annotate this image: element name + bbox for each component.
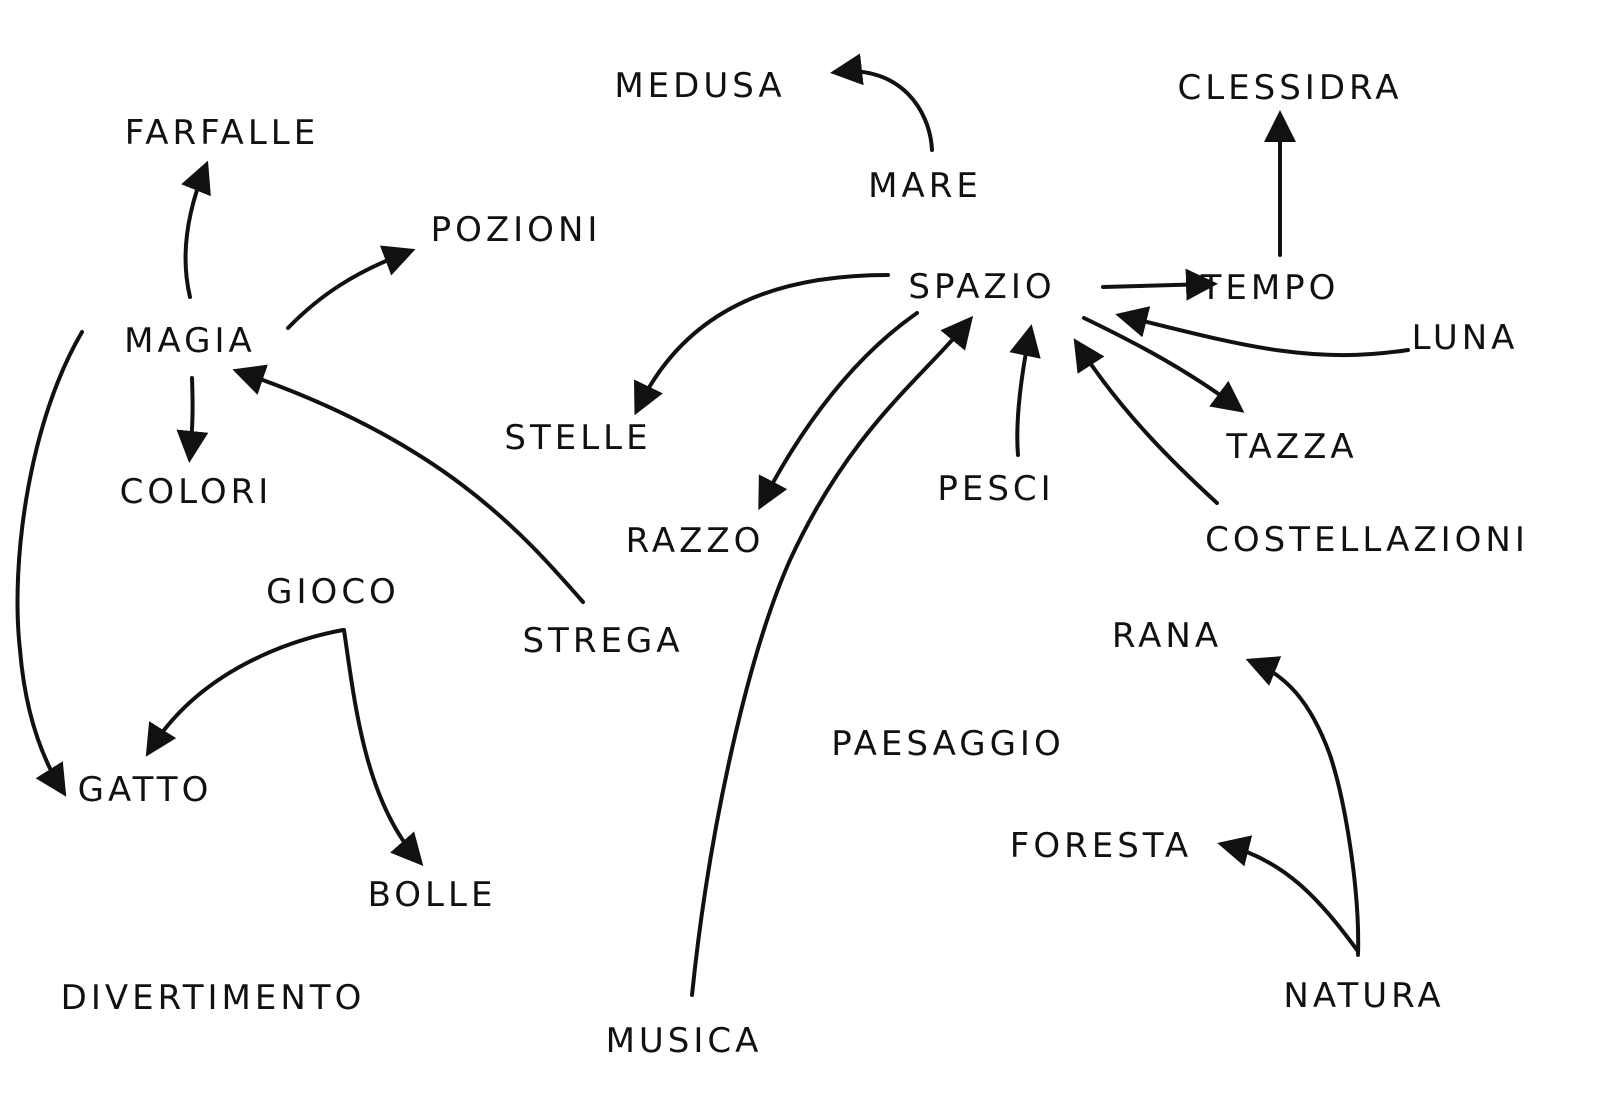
node-divertimento: DIVERTIMENTO	[60, 978, 366, 1018]
edge-costellazioni-spazio	[1073, 338, 1219, 505]
edge-spazio-stelle	[634, 273, 890, 416]
node-stelle: STELLE	[504, 418, 652, 458]
edge-pesci-spazio	[1009, 324, 1041, 457]
node-gatto: GATTO	[77, 770, 213, 810]
edge-gioco-bolle	[342, 628, 424, 866]
node-gioco: GIOCO	[266, 572, 400, 612]
edge-natura-foresta	[1217, 835, 1359, 952]
edge-gioco-gatto	[145, 628, 345, 757]
node-musica: MUSICA	[605, 1021, 763, 1061]
node-medusa: MEDUSA	[614, 66, 786, 106]
node-pozioni: POZIONI	[430, 210, 602, 250]
edge-spazio-razzo	[758, 311, 919, 511]
node-mare: MARE	[868, 166, 982, 206]
node-razzo: RAZZO	[625, 521, 765, 561]
edge-spazio-tempo	[1101, 268, 1218, 301]
node-clessidra: CLESSIDRA	[1177, 68, 1403, 108]
edge-luna-spazio	[1115, 306, 1410, 358]
node-rana: RANA	[1111, 616, 1223, 656]
node-natura: NATURA	[1283, 976, 1445, 1016]
node-colori: COLORI	[119, 472, 273, 512]
node-costellazioni: COSTELLAZIONI	[1205, 520, 1529, 560]
edge-musica-spazio	[690, 315, 974, 997]
node-strega: STREGA	[522, 621, 684, 661]
edge-magia-gatto	[15, 330, 84, 797]
node-bolle: BOLLE	[367, 875, 497, 915]
node-paesaggio: PAESAGGIO	[831, 724, 1065, 764]
node-pesci: PESCI	[937, 469, 1055, 509]
node-luna: LUNA	[1411, 318, 1519, 358]
edge-magia-pozioni	[286, 245, 416, 330]
edge-mare-medusa	[830, 53, 934, 152]
node-spazio: SPAZIO	[908, 267, 1056, 307]
node-foresta: FORESTA	[1009, 826, 1193, 866]
node-tempo: TEMPO	[1200, 268, 1340, 308]
edge-strega-magia	[232, 364, 585, 604]
node-farfalle: FARFALLE	[124, 113, 320, 153]
edge-spazio-tazza	[1082, 316, 1245, 413]
edge-magia-farfalle	[181, 160, 211, 299]
edge-natura-rana	[1245, 656, 1361, 957]
edge-magia-colori	[176, 376, 209, 463]
node-magia: MAGIA	[124, 321, 256, 361]
node-tazza: TAZZA	[1226, 427, 1358, 467]
